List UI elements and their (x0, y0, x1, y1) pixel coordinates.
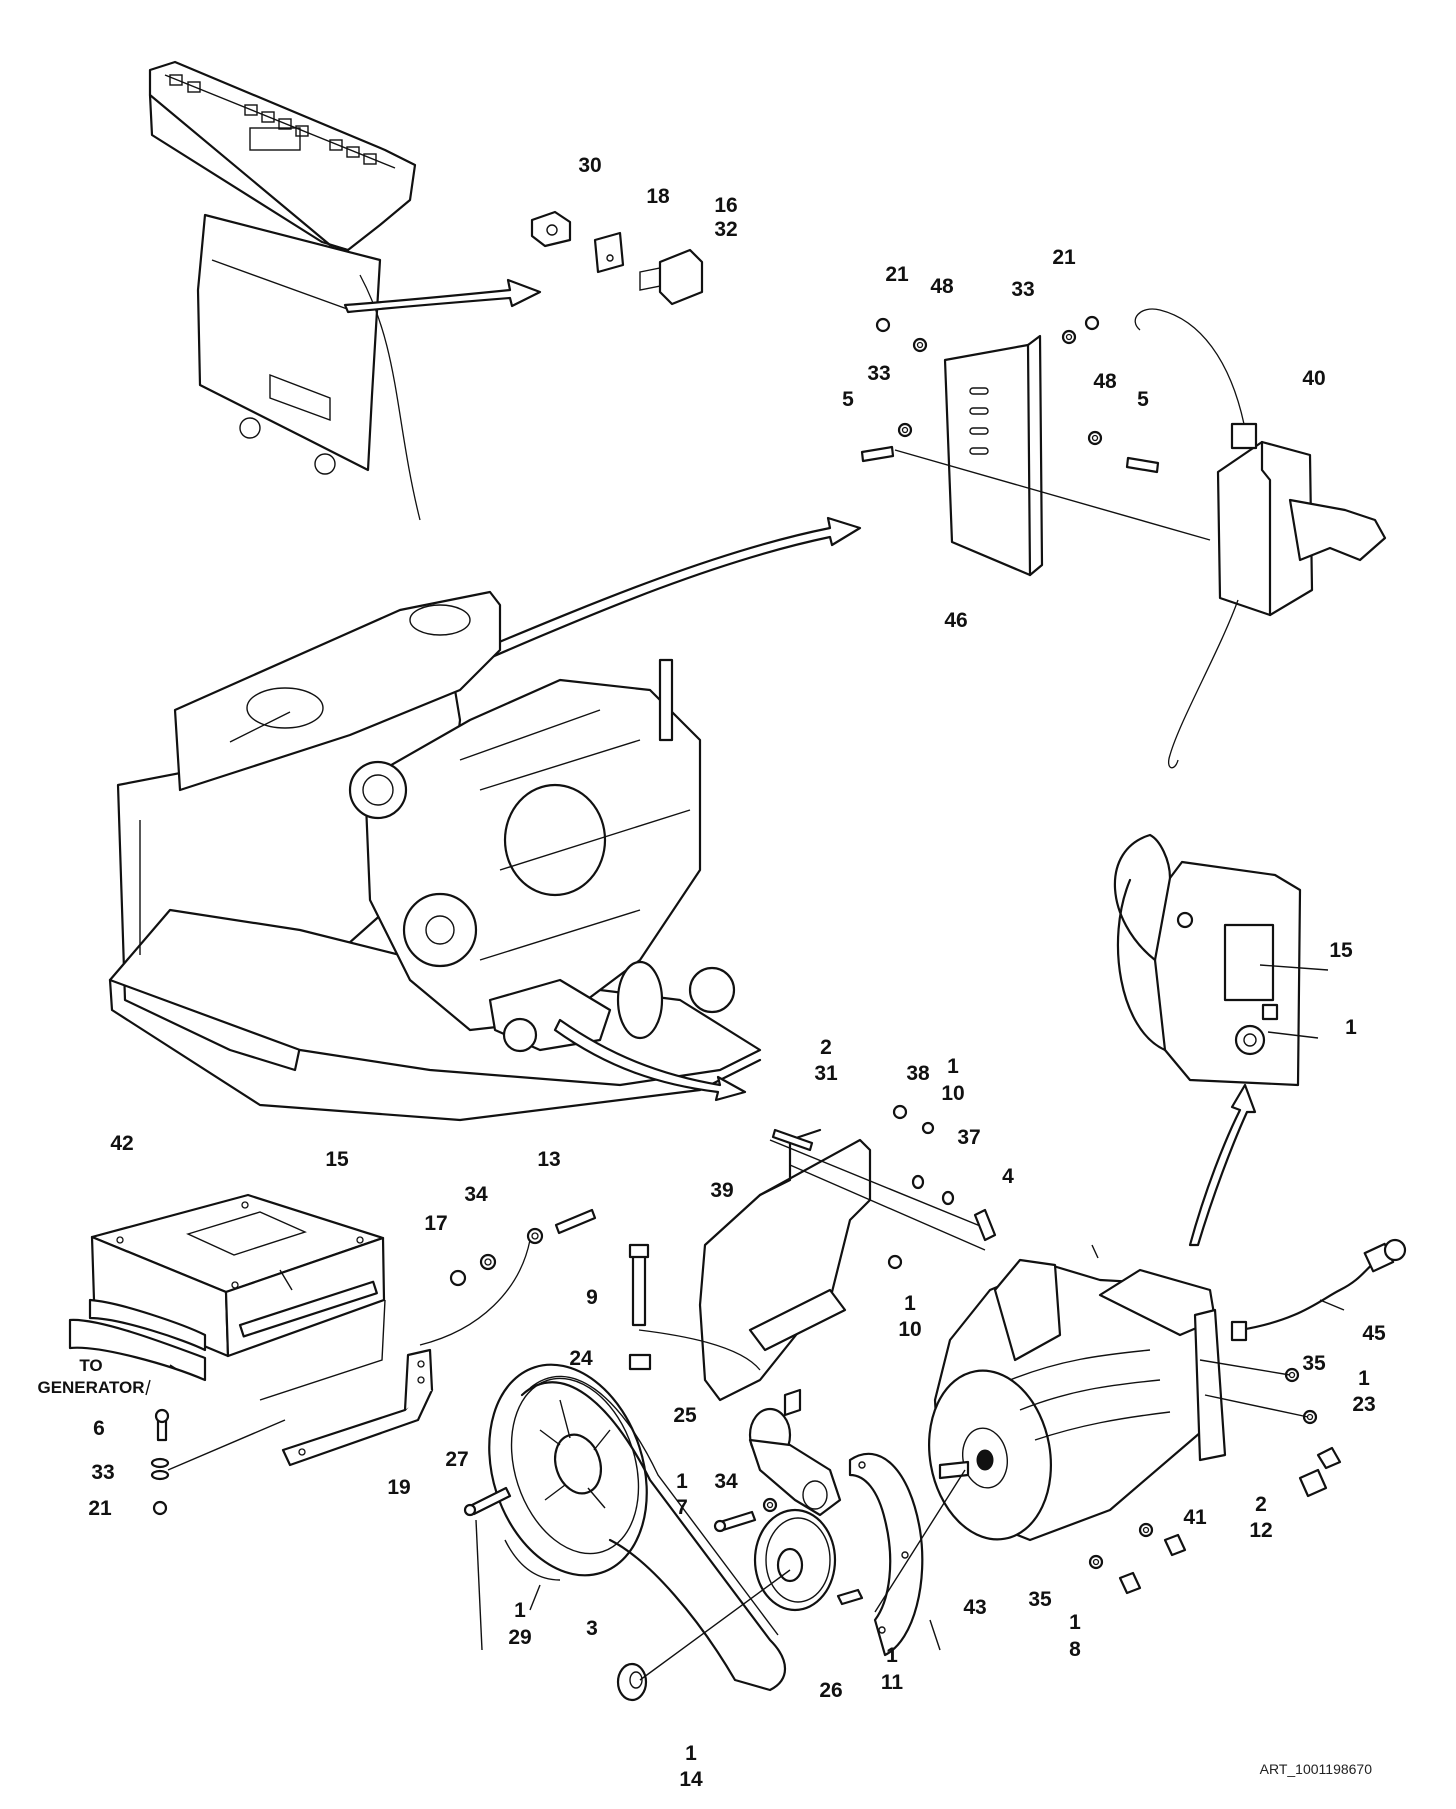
callout-18: 18 (646, 185, 670, 208)
mounting-plate-part-46 (943, 334, 1044, 577)
callout-8: 8 (1069, 1638, 1081, 1661)
callout-21-lower: 21 (88, 1497, 112, 1520)
callout-35-upper: 35 (1302, 1352, 1326, 1375)
callout-38: 38 (906, 1062, 930, 1085)
callout-26: 26 (819, 1679, 842, 1702)
mounting-bracket-part-19 (281, 1348, 434, 1467)
callout-31: 31 (814, 1062, 838, 1085)
callout-42: 42 (110, 1132, 133, 1155)
callout-48-right: 48 (1093, 370, 1117, 393)
callout-23: 23 (1352, 1393, 1375, 1416)
callout-27: 27 (445, 1448, 468, 1471)
callout-21-top-left: 21 (885, 263, 909, 286)
control-console-assembly (148, 60, 421, 521)
callout-3: 3 (586, 1617, 598, 1640)
drive-belt-part-3 (504, 1375, 786, 1692)
control-box-part-42 (68, 1193, 386, 1401)
callout-6: 6 (93, 1417, 105, 1440)
callout-labels: 30 18 16 32 21 48 33 21 33 5 48 5 40 46 … (88, 154, 1386, 1791)
bolt-part-9-nut-24 (628, 1243, 761, 1371)
generator-hardware (1088, 1446, 1342, 1595)
callout-24: 24 (569, 1347, 593, 1370)
relay-part-16-32 (639, 248, 704, 306)
callout-5-left: 5 (842, 388, 854, 411)
callout-1-plate: 1 (886, 1644, 898, 1667)
callout-33-top-right: 33 (1011, 278, 1034, 301)
callout-34-lower: 34 (714, 1470, 738, 1493)
callout-14: 14 (679, 1768, 703, 1791)
to-generator-line-2: GENERATOR (37, 1378, 144, 1397)
callout-2-lower: 2 (1255, 1493, 1267, 1516)
callout-30: 30 (578, 154, 601, 177)
callout-33-left: 33 (867, 362, 890, 385)
callout-1-cover: 1 (1345, 1016, 1357, 1039)
callout-12: 12 (1249, 1519, 1272, 1542)
wire-harness-part-45 (1230, 1238, 1407, 1342)
generator-bracket-part-39 (698, 1104, 997, 1417)
callout-15-cover: 15 (1329, 939, 1353, 962)
callout-1-right: 1 (1358, 1367, 1370, 1390)
to-generator-line-1: TO (79, 1356, 102, 1375)
callout-11: 11 (881, 1671, 904, 1694)
idler-pulley-part-26 (753, 1508, 837, 1612)
callout-15-box: 15 (325, 1148, 349, 1171)
callout-43: 43 (963, 1596, 986, 1619)
callout-1-upper: 1 (947, 1055, 959, 1078)
drive-pulley-part-27 (488, 1363, 648, 1577)
label-plate-part-18 (593, 231, 625, 274)
generator-part-41 (927, 1258, 1318, 1542)
callout-10-mid: 10 (898, 1318, 921, 1341)
callout-5-right: 5 (1137, 388, 1149, 411)
junction-box-part-40 (1134, 308, 1387, 769)
art-id: ART_1001198670 (1260, 1761, 1373, 1777)
control-box-hardware (150, 1208, 597, 1516)
engine-block (348, 658, 736, 1053)
callout-48-top-left: 48 (930, 275, 954, 298)
callout-41: 41 (1183, 1506, 1207, 1529)
callout-7: 7 (676, 1496, 688, 1519)
callout-37: 37 (957, 1126, 980, 1149)
callout-39: 39 (710, 1179, 733, 1202)
callout-29: 29 (508, 1626, 531, 1649)
bracket-hardware (860, 315, 1211, 541)
bracket-detail-arrow (478, 516, 862, 662)
callout-1-bolt: 1 (1069, 1611, 1081, 1634)
callout-1-hub: 1 (685, 1742, 697, 1765)
cover-up-arrow (1188, 1083, 1257, 1247)
callout-1-tensioner: 1 (676, 1470, 688, 1493)
callout-21-top-right: 21 (1052, 246, 1076, 269)
callout-33-lower: 33 (91, 1461, 114, 1484)
callout-9: 9 (586, 1286, 598, 1309)
generator-end-cover (1113, 833, 1302, 1087)
callout-46: 46 (944, 609, 967, 632)
generator-detail-arrow (553, 1018, 747, 1102)
callout-13: 13 (537, 1148, 560, 1171)
relay-clip-part-30 (530, 210, 572, 248)
callout-16: 16 (714, 194, 737, 217)
leader-lines (145, 964, 1345, 1651)
callout-32: 32 (714, 218, 737, 241)
callout-35-lower: 35 (1028, 1588, 1052, 1611)
callout-40: 40 (1302, 367, 1325, 390)
to-generator-note: TO GENERATOR (37, 1356, 144, 1397)
callout-4: 4 (1002, 1165, 1014, 1188)
callout-1-mid: 1 (904, 1292, 916, 1315)
small-fasteners (463, 1469, 966, 1702)
callout-45: 45 (1362, 1322, 1386, 1345)
callout-34-upper: 34 (464, 1183, 488, 1206)
backing-plate-part-43 (848, 1452, 924, 1657)
console-detail-arrow (343, 278, 542, 314)
callout-1-pulley: 1 (514, 1599, 526, 1622)
callout-10-upper: 10 (941, 1082, 964, 1105)
tensioner-part-25 (748, 1407, 842, 1517)
callout-19: 19 (387, 1476, 410, 1499)
callout-17: 17 (424, 1212, 447, 1235)
callout-2-upper: 2 (820, 1036, 832, 1059)
callout-25: 25 (673, 1404, 697, 1427)
